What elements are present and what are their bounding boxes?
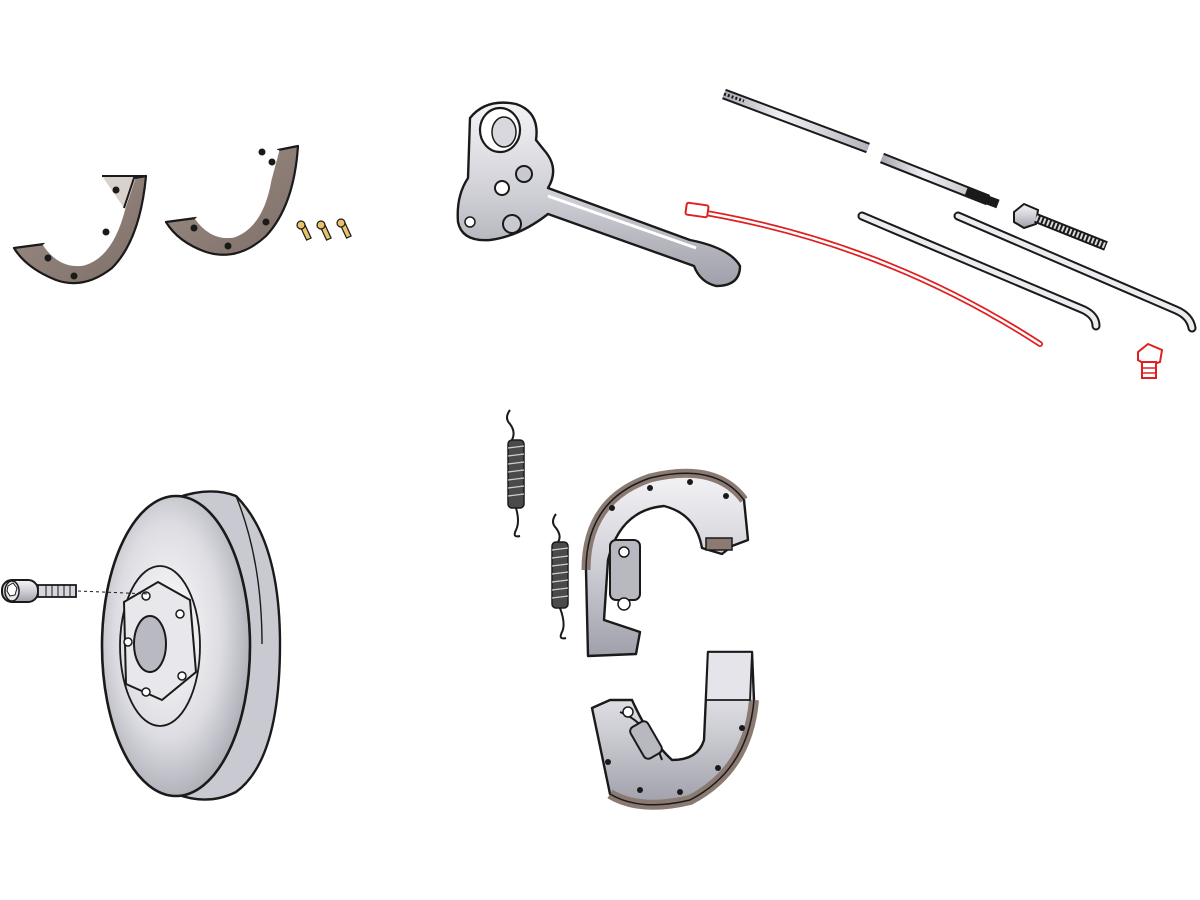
brake-shoe-lower[interactable] (590, 650, 759, 810)
brake-rod-lower-right[interactable] (953, 211, 1197, 333)
lining-rivets[interactable] (296, 218, 352, 241)
brake-shoe-upper[interactable] (581, 468, 750, 658)
rivet-icon (336, 218, 352, 239)
rivet-icon (296, 220, 312, 241)
brake-drum[interactable] (100, 490, 282, 801)
rivet-icon (316, 220, 332, 241)
brake-lining-left[interactable] (12, 174, 148, 285)
brake-rod-lower-left[interactable] (857, 211, 1101, 331)
adjuster-bolt[interactable] (1013, 202, 1108, 251)
brake-rod-upper[interactable] (722, 88, 1000, 209)
brake-lever[interactable] (456, 101, 742, 288)
brake-lining-right[interactable] (164, 144, 300, 256)
wheel-bolt[interactable] (1, 579, 151, 603)
nipple-screw[interactable] (1137, 342, 1164, 379)
return-spring-lower[interactable] (551, 513, 569, 640)
return-spring-upper[interactable] (506, 409, 525, 538)
brake-cable-sleeve[interactable] (684, 201, 1043, 347)
